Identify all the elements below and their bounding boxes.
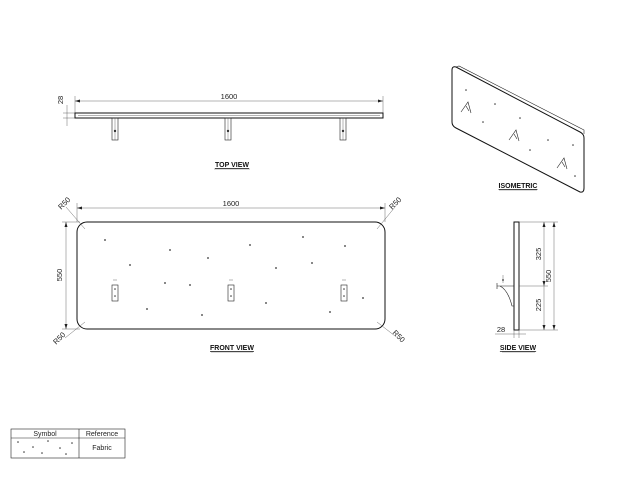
side-view-height-dim: 550 — [544, 270, 553, 283]
legend-fabric-symbol — [17, 440, 73, 455]
front-view-arrow-right — [380, 206, 385, 210]
side-view-bracket — [496, 283, 514, 307]
front-view-height-dim: 550 — [55, 269, 64, 282]
top-view-arrow-right — [378, 99, 383, 103]
front-view-radius-leader-bl — [64, 321, 86, 339]
top-view-bracket-middle — [224, 117, 232, 141]
top-view-thickness-dim: 28 — [56, 96, 65, 104]
top-view: 1600 28 TOP VIEW — [56, 92, 384, 170]
legend-table: Symbol Reference Fabric — [10, 428, 126, 459]
front-view-radius-tr: R50 — [387, 195, 403, 211]
top-view-length-dim: 1600 — [221, 92, 238, 101]
top-view-arrow-left — [75, 99, 80, 103]
side-view-upper-arrow-top — [542, 222, 546, 227]
side-view-upper-dim: 325 — [534, 248, 543, 261]
legend-col-symbol: Symbol — [33, 431, 57, 438]
top-view-bracket-left — [111, 117, 119, 141]
front-view-radius-leader-tr — [376, 206, 396, 230]
top-view-title: TOP VIEW — [215, 162, 249, 169]
front-view-h-arrow-top — [64, 222, 68, 227]
side-view-height-arrow-top — [552, 222, 556, 227]
front-view-length-dim: 1600 — [223, 199, 240, 208]
isometric-pin-dots — [465, 89, 576, 177]
isometric-title: ISOMETRIC — [499, 183, 538, 190]
side-view-lower-arrow-bottom — [542, 325, 546, 330]
isometric-view: ISOMETRIC — [451, 65, 585, 193]
front-view-bracket-right — [340, 279, 348, 302]
legend-reference-fabric: Fabric — [92, 445, 112, 452]
front-view-radius-leader-tl — [65, 206, 86, 230]
front-view-h-arrow-bottom — [64, 324, 68, 329]
front-view-radius-tl: R50 — [56, 195, 72, 211]
side-view-panel — [513, 221, 520, 331]
front-view-radius-leader-br — [376, 321, 396, 337]
side-view-thickness-dim: 28 — [497, 325, 505, 334]
isometric-panel-front — [451, 66, 585, 193]
side-view-title: SIDE VIEW — [500, 345, 537, 352]
front-view: 1600 550 R50 R50 R50 R50 — [51, 195, 407, 353]
front-view-radius-bl: R50 — [51, 330, 67, 346]
front-view-radius-br: R50 — [391, 328, 407, 344]
front-view-bracket-left — [111, 279, 119, 302]
side-view-height-arrow-bottom — [552, 325, 556, 330]
top-view-bracket-right — [339, 117, 347, 141]
front-view-pin-dots — [104, 236, 364, 316]
front-view-arrow-left — [77, 206, 82, 210]
front-view-panel — [76, 221, 386, 330]
front-view-title: FRONT VIEW — [210, 345, 254, 352]
isometric-brackets — [460, 101, 568, 170]
legend-table-border — [10, 428, 126, 459]
side-view-upper-arrow-bottom — [542, 281, 546, 286]
side-view-lower-dim: 225 — [534, 299, 543, 312]
isometric-panel-edge — [455, 65, 585, 134]
legend-col-reference: Reference — [86, 431, 118, 438]
front-view-bracket-middle — [227, 279, 235, 302]
side-view: 325 225 550 28 SIDE VIEW — [495, 221, 558, 353]
